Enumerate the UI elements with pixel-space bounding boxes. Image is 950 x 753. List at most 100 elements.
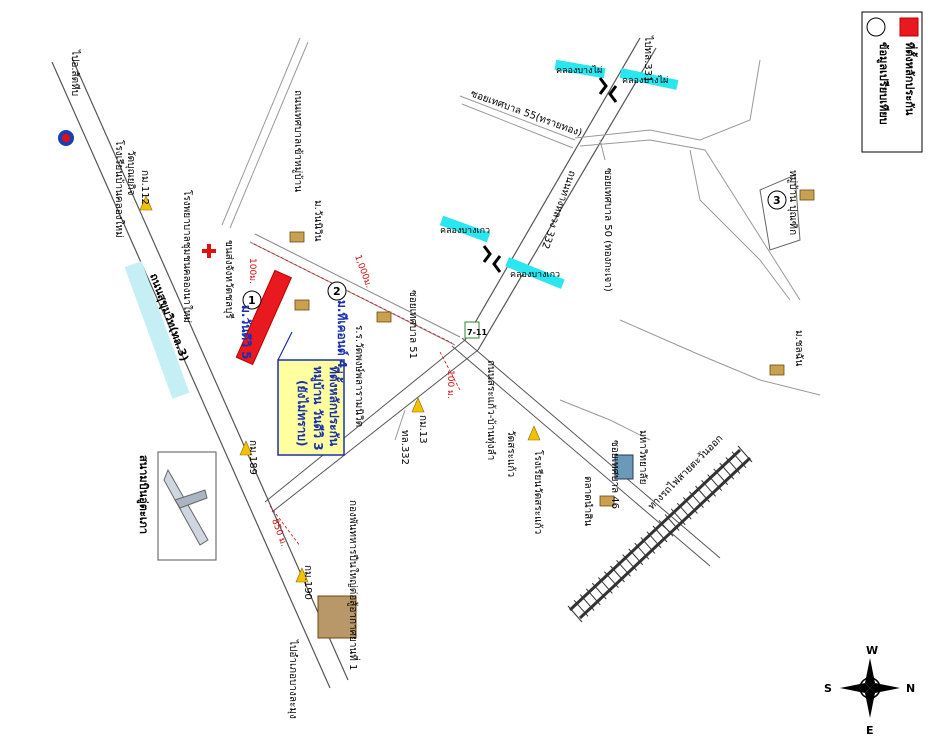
label-km112: กม.112 [139, 170, 150, 205]
label-to-bangkok: ไปอำเภอบางละมุง [287, 639, 299, 719]
label-hwy332-b: ถนนทางหลวง 332 [539, 169, 577, 250]
label-village2: ม.ทีเคอนต์ 4 [335, 300, 349, 368]
canals: คลองบางไผ่ คลองบางไผ่ คลองบางเกว คลองบาง… [439, 59, 679, 289]
hospital-icon [202, 244, 216, 258]
temple-icon [527, 425, 541, 441]
rail-tie [579, 594, 595, 611]
label-airport: สนามบินอู่ตะเภา [136, 455, 150, 534]
canal-4-label: คลองบางเกว [510, 270, 560, 280]
factory-icon [614, 454, 634, 480]
rail-tie [573, 599, 589, 617]
rail-tie [731, 451, 747, 469]
canal-2 [619, 68, 679, 90]
label-km13: กม.13 [417, 415, 428, 444]
svg-text:2: 2 [333, 285, 341, 298]
rail-tie [713, 468, 729, 486]
house-icon [376, 311, 392, 323]
temple-icons [139, 195, 541, 583]
rail-tie [658, 519, 674, 537]
label-km190: กม.190 [302, 565, 313, 600]
compass-s: S [824, 682, 832, 695]
hwy332-road [264, 37, 657, 513]
rail-tie [591, 582, 607, 600]
rail-tie [664, 514, 680, 531]
petrol-station-icon [58, 130, 74, 146]
rail-tie [604, 571, 619, 589]
rail-tie [719, 462, 735, 480]
rail-tie [695, 485, 710, 503]
label-soi46: ซอยเทศบาล 46 [609, 440, 620, 509]
rail-tie [682, 497, 698, 514]
svg-text:1: 1 [248, 294, 256, 307]
canal-1 [554, 59, 606, 79]
rail-tie [707, 474, 723, 491]
label-school-mid: ร.ร.วัดพงษ์พลารามนิวิต [353, 325, 365, 427]
distance-line-850 [269, 505, 301, 547]
rail-tie [634, 542, 650, 560]
label-to-331: ไปทล.331 [642, 35, 654, 82]
canal-4 [505, 257, 565, 289]
label-factory: มหาวิทยาลัย [637, 430, 648, 484]
rail-tie [737, 445, 753, 463]
temple-icon [239, 440, 253, 456]
bridge-marks [482, 77, 618, 273]
seven-eleven-icon: 7-11 [464, 321, 487, 339]
label-village1: ม.วันดีวิ 5 [239, 305, 253, 359]
compass-w: W [866, 644, 878, 657]
label-village-far: ม.ชลฉัน [793, 330, 804, 366]
sukhumvit-label-band [124, 261, 190, 399]
label-soi50: ซอยเทศบาล 50 (ทองกะเจา) [602, 168, 613, 292]
temple-icon [411, 397, 425, 413]
house-icon [599, 495, 615, 507]
rail-tie [585, 588, 601, 606]
temple-icon [295, 567, 309, 583]
label-village3: หมู่บ้าน ปุณฑิก [787, 170, 799, 235]
legend-comparison-circle [866, 17, 886, 37]
rail-tie [701, 479, 716, 497]
subject-village: หมู่บ้าน วันดีวิ 3 [310, 366, 325, 451]
label-temple-right: วัดสระแก้ว [505, 430, 517, 477]
label-village-near: ม.วันนิวิน [312, 200, 323, 242]
house-icon [799, 189, 815, 201]
rail-tie [640, 537, 656, 554]
house-icon [294, 299, 310, 311]
legend-item1: ที่ตั้งหลักประกัน [903, 42, 918, 116]
label-temple-top: วัดบุณยกิจ [125, 150, 136, 196]
subject-note: (ยังไม่ทราบ) [295, 380, 310, 447]
label-school-top: โรงเรียนบ้านคลองใหม่ [113, 140, 126, 238]
label-police: ขนส่งจังหวัดชลบุรี [223, 240, 235, 319]
distance-850m: 850 ม. [269, 518, 288, 549]
marker-2: 2 [327, 281, 347, 301]
label-village-road: ถนนเทศบาลเข้าหมู่บ้าน [292, 90, 304, 192]
temple-icon [139, 195, 153, 211]
canal-3-label: คลองบางเกว [440, 226, 490, 236]
map-labels: ไปอ.สัตหีบ ไปอำเภอบางละมุง ไปทล.331 ทล.3… [69, 35, 804, 719]
rail-tie [622, 554, 638, 571]
compass-arrow-icon [865, 658, 875, 688]
house-icon [769, 364, 785, 376]
tank-image [317, 595, 357, 639]
minor-roads [221, 37, 821, 441]
subject-pointer [277, 331, 293, 361]
distance-100m-b: 100 ม. [445, 370, 455, 399]
rail-tie [689, 491, 704, 509]
marker-1: 1 [242, 290, 262, 310]
rail-tie [652, 525, 668, 543]
label-school-right: โรงเรียนวัดสระแก้ว [532, 450, 545, 534]
rail-tie [646, 531, 662, 549]
village3-boundary [759, 174, 801, 251]
legend-collateral-swatch [899, 17, 919, 37]
rail-tie [597, 577, 613, 594]
canal-3 [439, 215, 491, 243]
label-km189: กม.189 [247, 440, 258, 475]
compass-e: E [866, 724, 874, 737]
legend: ที่ตั้งหลักประกัน ข้อมูลเปรียบเทียบ [861, 11, 923, 153]
rail-tie [616, 559, 631, 577]
rail-tie [567, 605, 583, 623]
rail-tie [670, 508, 686, 526]
soi51-road [249, 233, 461, 346]
rail-tie [610, 565, 625, 583]
svg-text:3: 3 [773, 194, 781, 207]
canal-2-label: คลองบางไผ่ [622, 75, 668, 86]
